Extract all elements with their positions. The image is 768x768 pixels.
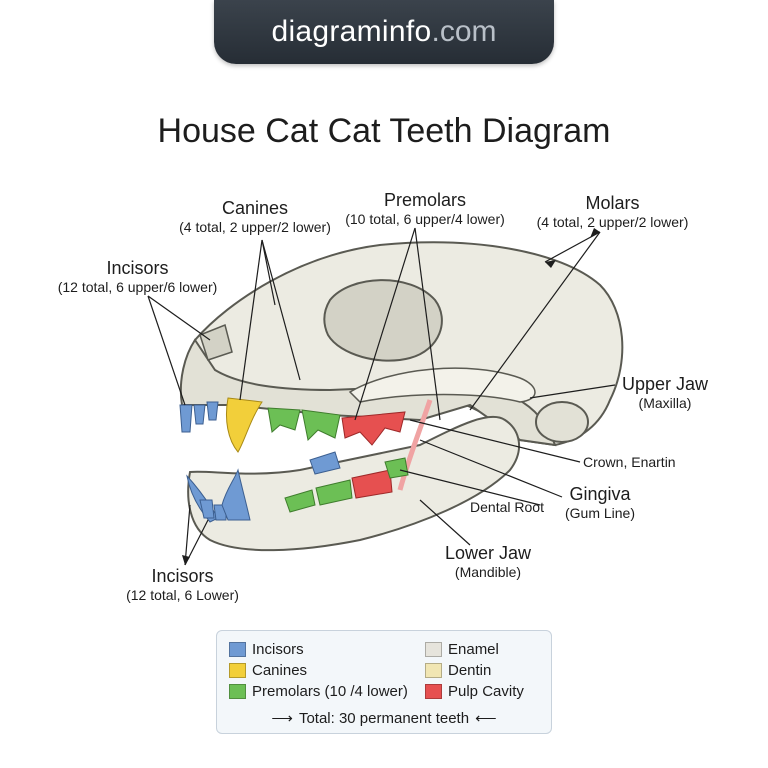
legend-swatch-canines [229, 663, 246, 678]
label-lower-jaw-name: Lower Jaw [444, 543, 532, 563]
legend: Incisors Canines Premolars (10 /4 lower)… [216, 630, 552, 734]
label-canines-detail: (4 total, 2 upper/2 lower) [179, 218, 331, 235]
label-dental-root-name: Dental Root [470, 499, 544, 515]
label-lower-jaw: Lower Jaw (Mandible) [438, 543, 538, 580]
legend-item-pulp-cavity: Pulp Cavity [425, 683, 524, 700]
eye-orbit [323, 279, 443, 362]
label-crown: Crown, Enartin [583, 454, 703, 470]
label-incisors-upper-name: Incisors [106, 258, 169, 278]
upper-premolar-tooth [267, 407, 301, 433]
auditory-bulla [535, 401, 589, 443]
legend-label-pulp-cavity: Pulp Cavity [448, 683, 524, 700]
legend-item-incisors: Incisors [229, 641, 304, 658]
label-incisors-lower-name: Incisors [151, 566, 214, 586]
lower-carnassial-tooth [351, 469, 393, 499]
leader-arrowheads [182, 228, 600, 565]
lower-incisor-tooth [199, 499, 215, 519]
label-molars-name: Molars [585, 193, 640, 213]
legend-swatch-pulp-cavity [425, 684, 442, 699]
label-molars: Molars (4 total, 2 upper/2 lower) [525, 193, 700, 230]
lower-premolar-tooth [384, 457, 409, 479]
site-brand: diagraminfo [271, 15, 432, 48]
lower-canine-tooth [221, 468, 251, 521]
site-banner: diagraminfo.com [214, 0, 554, 64]
label-premolars-name: Premolars [383, 190, 467, 210]
lower-premolar-tooth [315, 479, 353, 506]
label-dental-root: Dental Root [462, 499, 552, 515]
legend-label-premolars: Premolars (10 /4 lower) [252, 683, 408, 700]
label-canines: Canines (4 total, 2 upper/2 lower) [150, 198, 360, 235]
legend-swatch-dentin [425, 663, 442, 678]
upper-incisor-tooth [193, 404, 206, 425]
label-incisors-lower: Incisors (12 total, 6 Lower) [115, 566, 250, 603]
legend-item-premolars: Premolars (10 /4 lower) [229, 683, 408, 700]
label-canines-name: Canines [221, 198, 289, 218]
lower-premolar-tooth [309, 451, 341, 475]
label-incisors-lower-detail: (12 total, 6 Lower) [126, 586, 239, 603]
lower-premolar-tooth [284, 489, 316, 513]
upper-carnassial-tooth [341, 411, 406, 446]
label-premolars-detail: (10 total, 6 upper/4 lower) [345, 210, 505, 227]
legend-label-incisors: Incisors [252, 641, 304, 658]
site-tld: .com [431, 15, 497, 48]
legend-total-text: Total: 30 permanent teeth [298, 710, 470, 727]
legend-item-canines: Canines [229, 662, 307, 679]
legend-item-dentin: Dentin [425, 662, 491, 679]
label-upper-jaw-name: Upper Jaw [621, 374, 709, 394]
arrow-right-icon: ⟶ [271, 710, 293, 727]
label-gingiva-name: Gingiva [569, 484, 631, 504]
label-incisors-upper-detail: (12 total, 6 upper/6 lower) [57, 278, 218, 295]
label-crown-name: Crown, Enartin [583, 454, 676, 470]
label-gingiva-detail: (Gum Line) [564, 504, 636, 521]
legend-label-dentin: Dentin [448, 662, 492, 679]
gum-line [397, 399, 433, 491]
label-incisors-upper: Incisors (12 total, 6 upper/6 lower) [45, 258, 230, 295]
upper-canine-tooth [225, 397, 263, 453]
legend-item-enamel: Enamel [425, 641, 499, 658]
leader-lines [147, 227, 616, 566]
legend-swatch-enamel [425, 642, 442, 657]
arrow-left-icon: ⟵ [475, 710, 497, 727]
legend-label-canines: Canines [252, 662, 308, 679]
upper-premolar-tooth [301, 409, 341, 442]
nasal-opening [199, 323, 233, 361]
page-title: House Cat Cat Teeth Diagram [157, 112, 611, 150]
upper-incisor-tooth [179, 404, 193, 433]
legend-total: ⟶ Total: 30 permanent teeth ⟵ [217, 709, 551, 727]
label-premolars: Premolars (10 total, 6 upper/4 lower) [325, 190, 525, 227]
label-upper-jaw: Upper Jaw (Maxilla) [615, 374, 715, 411]
zygomatic-arch [348, 367, 536, 403]
label-lower-jaw-detail: (Mandible) [454, 563, 522, 580]
upper-incisor-tooth [206, 401, 219, 421]
legend-label-enamel: Enamel [448, 641, 499, 658]
legend-swatch-premolars [229, 684, 246, 699]
label-upper-jaw-detail: (Maxilla) [638, 394, 692, 411]
label-molars-detail: (4 total, 2 upper/2 lower) [536, 213, 689, 230]
label-gingiva: Gingiva (Gum Line) [555, 484, 645, 521]
legend-swatch-incisors [229, 642, 246, 657]
